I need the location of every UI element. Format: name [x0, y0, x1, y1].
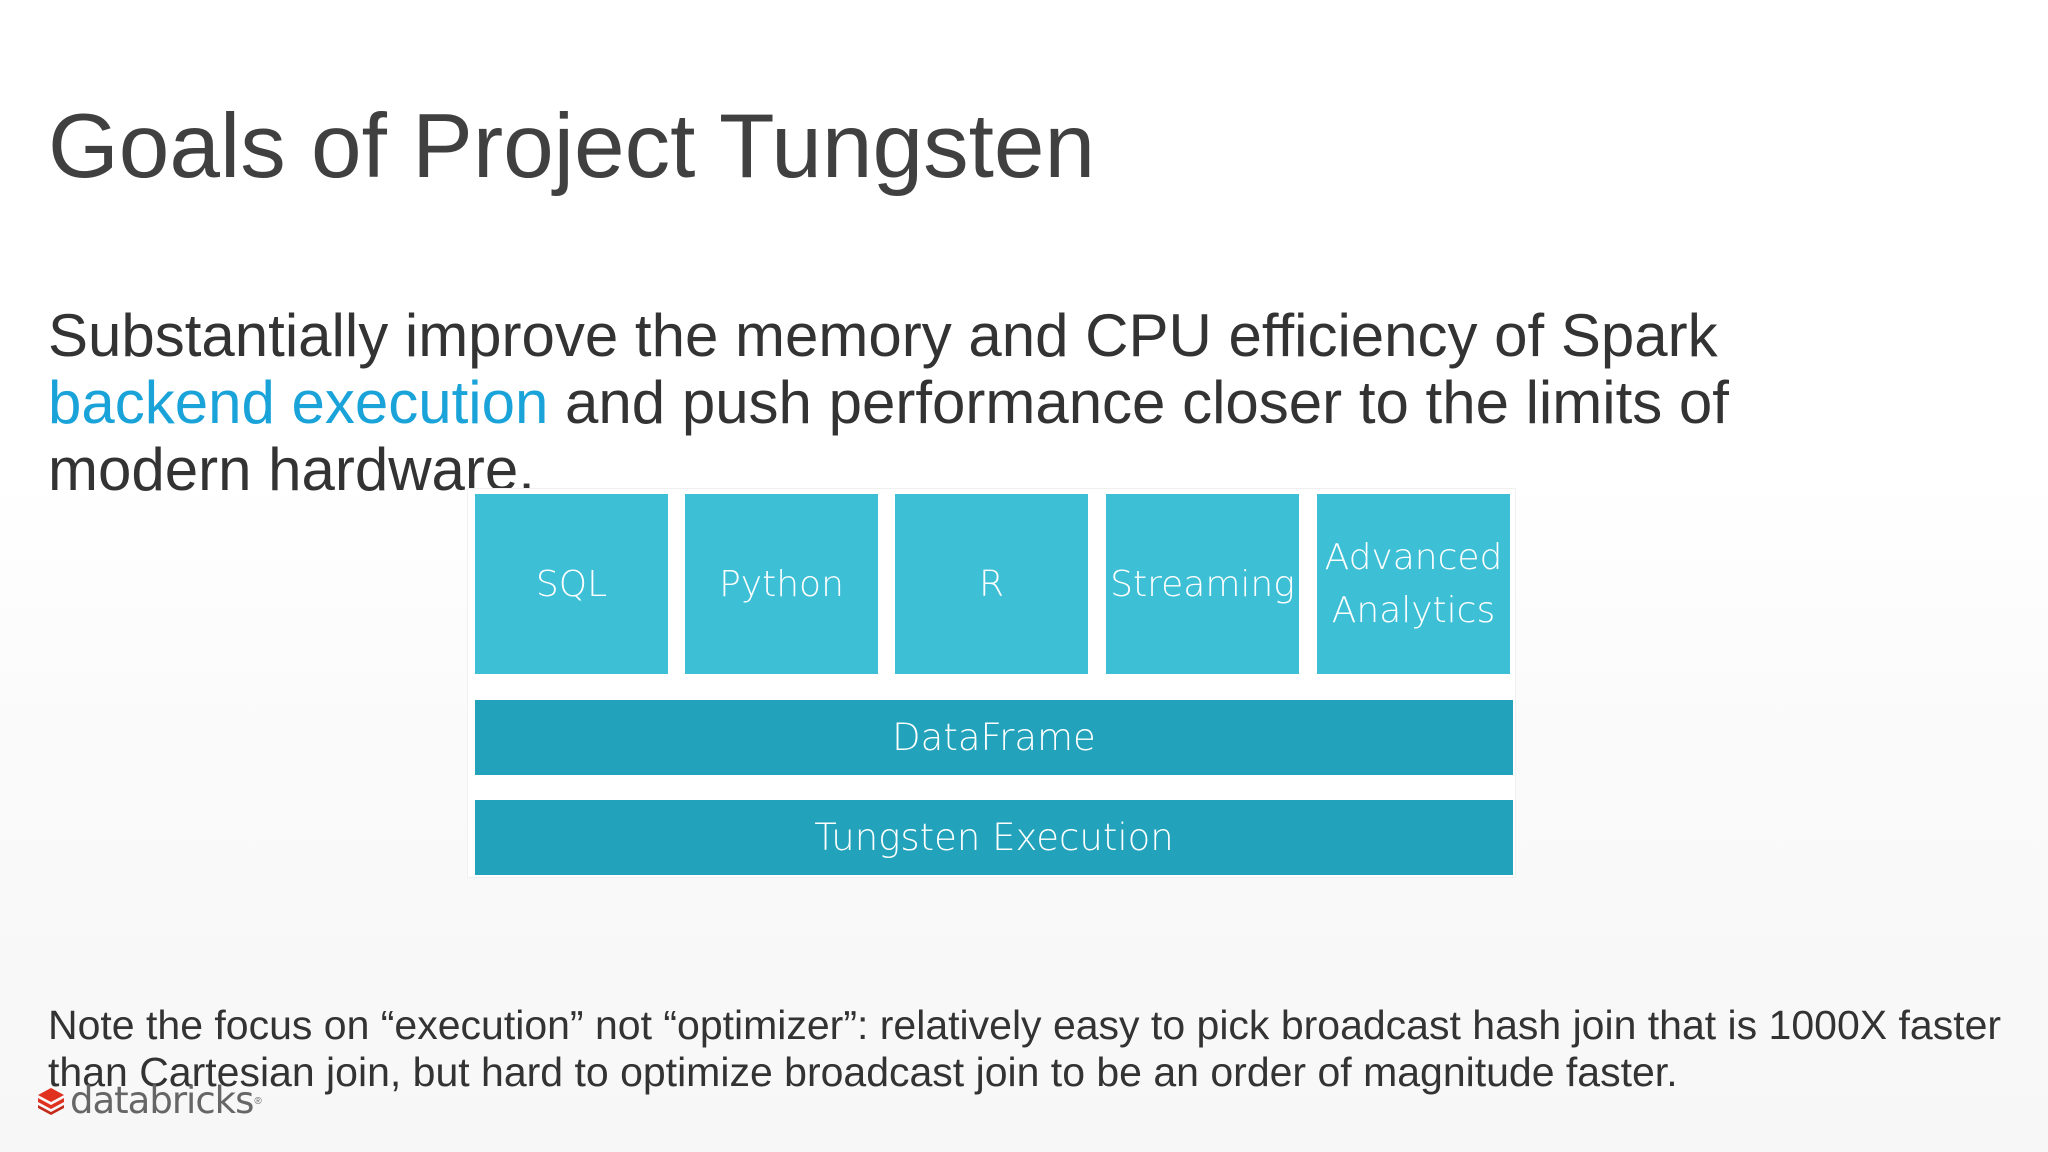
databricks-logo-text: databricks: [70, 1079, 254, 1122]
body-highlight: backend execution: [48, 369, 549, 436]
body-line-2-rest: and push performance closer to the limit…: [548, 369, 1729, 436]
databricks-logo-icon: [38, 1088, 64, 1115]
diagram-box-advanced-analytics: Advanced Analytics: [1317, 494, 1510, 674]
databricks-logo: databricks®: [36, 1079, 262, 1122]
body-line-1: Substantially improve the memory and CPU…: [48, 302, 1718, 369]
slide-body-text: Substantially improve the memory and CPU…: [48, 302, 1948, 503]
slide-title: Goals of Project Tungsten: [48, 96, 1096, 197]
diagram-box-dataframe: DataFrame: [475, 700, 1513, 775]
body-line-3: modern hardware.: [48, 436, 535, 503]
diagram-box-tungsten-execution: Tungsten Execution: [475, 800, 1513, 875]
diagram-box-streaming: Streaming: [1106, 494, 1299, 674]
trademark-symbol: ®: [254, 1095, 262, 1107]
diagram-box-sql: SQL: [475, 494, 668, 674]
spark-stack-diagram: SQL Python R Streaming Advanced Analytic…: [467, 488, 1516, 878]
slide-note: Note the focus on “execution” not “optim…: [48, 1002, 2002, 1095]
diagram-box-r: R: [895, 494, 1088, 674]
diagram-box-python: Python: [685, 494, 878, 674]
